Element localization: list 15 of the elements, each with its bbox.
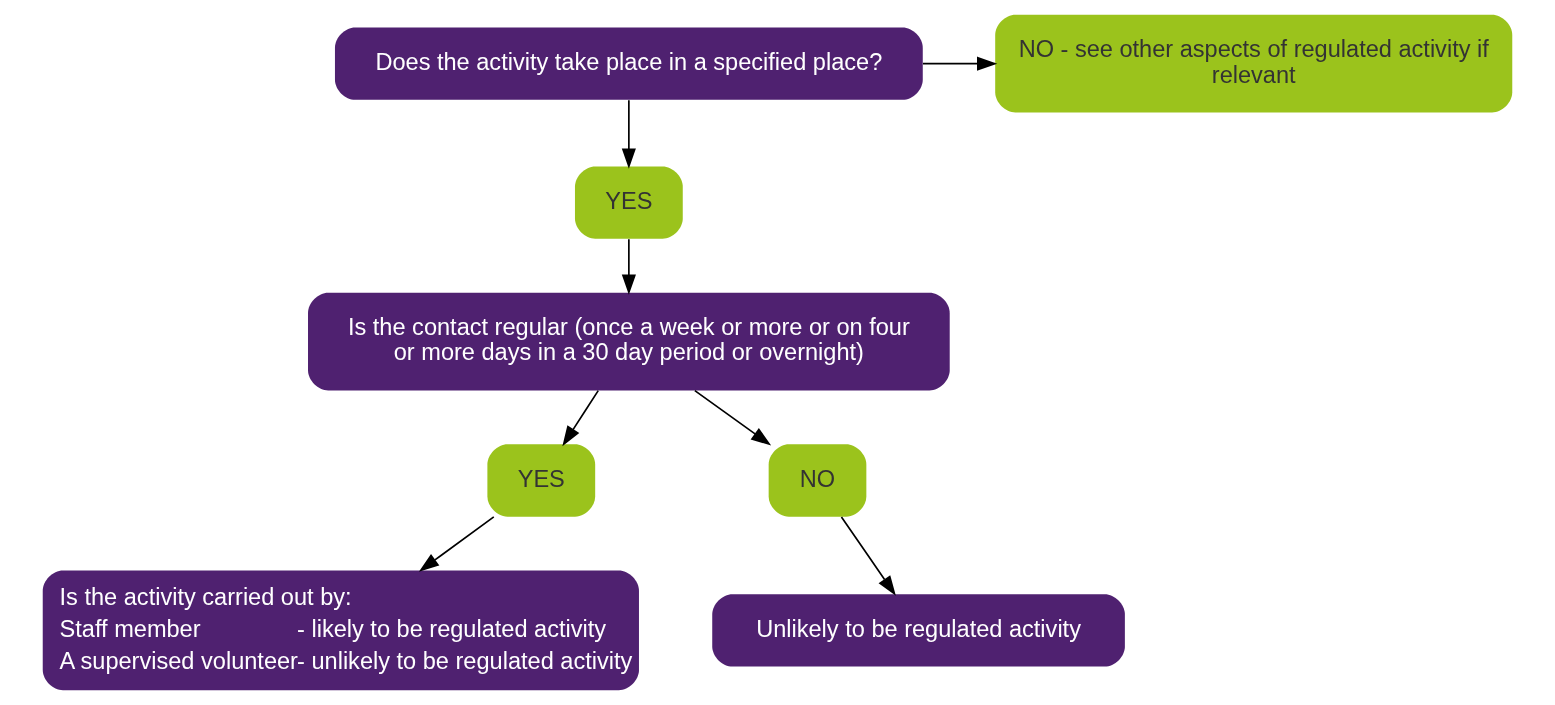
node-box: Is the contact regular (once a week or more or on four or more days in a 30 day period or overnight) (308, 292, 950, 391)
arrow (621, 99, 636, 169)
node-box: Is the activity carried out by: Staff member - likely to be regulated activity A supervised volunteer- unlikely to be regulated activity (42, 570, 639, 691)
node-box: Does the activity take place in a specified place? (334, 27, 923, 100)
arrow (694, 389, 772, 446)
arrow (418, 516, 495, 572)
node-box: YES (487, 444, 596, 517)
arrow (621, 238, 636, 295)
arrow (840, 516, 896, 596)
node-box: Unlikely to be regulated activity (712, 594, 1125, 667)
node-box: NO (768, 444, 867, 517)
arrow (562, 389, 600, 447)
arrow (922, 56, 998, 71)
node-box: NO - see other aspects of regulated activity if relevant (995, 14, 1513, 113)
node-box: YES (574, 166, 683, 239)
